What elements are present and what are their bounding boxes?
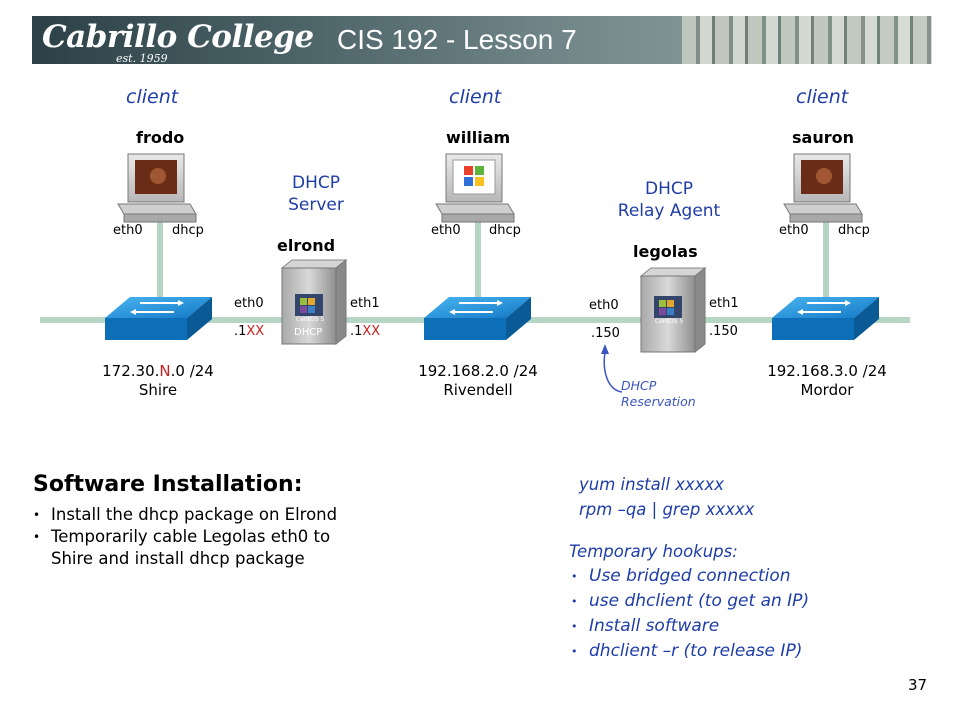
command-examples: yum install xxxxx rpm –qa | grep xxxxx bbox=[579, 472, 754, 522]
software-installation-list: •Install the dhcp package on Elrond •Tem… bbox=[33, 504, 453, 570]
sauron-role: client bbox=[796, 86, 849, 108]
dhcp-reservation-label: DHCP Reservation bbox=[621, 378, 696, 409]
hookups-heading: Temporary hookups: bbox=[569, 542, 738, 561]
dhcp-server-label: DHCP Server bbox=[288, 173, 344, 215]
william-dhcp: dhcp bbox=[489, 223, 521, 238]
list-item: •use dhclient (to get an IP) bbox=[571, 591, 810, 611]
network-rivendell: 192.168.2.0 /24 Rivendell bbox=[418, 362, 538, 399]
temporary-hookups: Temporary hookups: •Use bridged connecti… bbox=[569, 542, 809, 664]
elrond-eth0-ip: .1XX bbox=[234, 324, 265, 339]
command-line: rpm –qa | grep xxxxx bbox=[579, 500, 755, 519]
list-item: •Install the dhcp package on Elrond bbox=[33, 505, 338, 524]
header-photo bbox=[682, 16, 932, 64]
switch-shire-icon bbox=[105, 297, 212, 340]
elrond-dhcp-badge: DHCP bbox=[294, 327, 323, 338]
frodo-dhcp: dhcp bbox=[172, 223, 204, 238]
switch-rivendell-icon bbox=[424, 297, 531, 340]
slide-header: Cabrillo College est. 1959 CIS 192 - Les… bbox=[32, 16, 932, 64]
server-elrond-icon bbox=[280, 258, 348, 346]
legolas-os-label: CentOS 5 bbox=[655, 318, 684, 325]
server-legolas-icon bbox=[639, 266, 707, 354]
host-sauron: sauron bbox=[792, 128, 854, 147]
list-item: •Use bridged connection bbox=[571, 566, 791, 586]
college-logo: Cabrillo College bbox=[42, 19, 314, 55]
william-eth0: eth0 bbox=[431, 223, 461, 238]
list-item: •Install software bbox=[571, 616, 720, 636]
legolas-eth0-ip: .150 bbox=[591, 326, 620, 341]
host-william: william bbox=[446, 128, 511, 147]
switch-mordor-icon bbox=[772, 297, 879, 340]
legolas-eth0: eth0 bbox=[589, 298, 619, 313]
page-number: 37 bbox=[908, 676, 928, 694]
computer-sauron-icon bbox=[783, 153, 863, 223]
network-shire: 172.30.N.0 /24 Shire bbox=[102, 362, 214, 399]
list-item: •Temporarily cable Legolas eth0 to bbox=[33, 527, 331, 546]
host-frodo: frodo bbox=[136, 128, 185, 147]
william-role: client bbox=[449, 86, 502, 108]
elrond-os-label: CentOS 5 bbox=[296, 316, 325, 323]
dhcp-relay-label: DHCP Relay Agent bbox=[617, 179, 721, 221]
list-item: •dhclient –r (to release IP) bbox=[571, 641, 803, 661]
frodo-eth0: eth0 bbox=[113, 223, 143, 238]
list-item-continuation: Shire and install dhcp package bbox=[51, 549, 305, 568]
command-line: yum install xxxxx bbox=[579, 475, 724, 494]
logo-established: est. 1959 bbox=[116, 52, 168, 64]
sauron-dhcp: dhcp bbox=[838, 223, 870, 238]
legolas-eth1-ip: .150 bbox=[709, 324, 738, 339]
frodo-role: client bbox=[126, 86, 179, 108]
legolas-eth1: eth1 bbox=[709, 296, 739, 311]
elrond-eth1-ip: .1XX bbox=[350, 324, 381, 339]
network-mordor: 192.168.3.0 /24 Mordor bbox=[767, 362, 887, 399]
computer-william-icon bbox=[435, 153, 515, 223]
slide-title: CIS 192 - Lesson 7 bbox=[337, 24, 577, 55]
elrond-eth0: eth0 bbox=[234, 296, 264, 311]
computer-frodo-icon bbox=[117, 153, 197, 223]
reservation-arrow-icon bbox=[601, 344, 623, 393]
sauron-eth0: eth0 bbox=[779, 223, 809, 238]
host-elrond: elrond bbox=[277, 236, 336, 255]
software-installation-heading: Software Installation: bbox=[33, 472, 303, 497]
host-legolas: legolas bbox=[633, 242, 698, 261]
elrond-eth1: eth1 bbox=[350, 296, 380, 311]
